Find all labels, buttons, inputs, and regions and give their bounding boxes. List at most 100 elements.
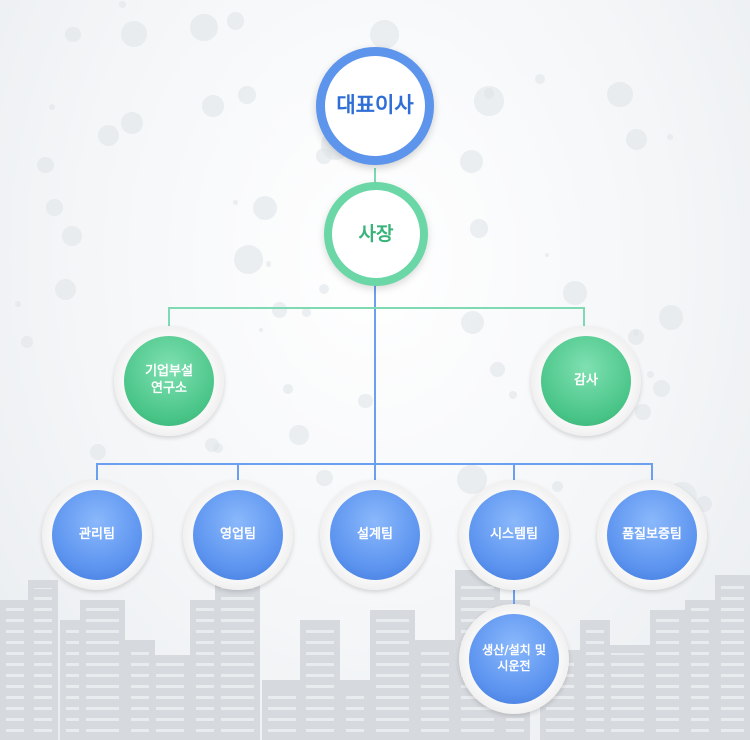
skyline-building bbox=[370, 610, 415, 740]
node-audit-label: 감사 bbox=[574, 372, 598, 388]
bokeh-dot bbox=[490, 362, 505, 377]
building-windows bbox=[346, 688, 364, 740]
node-team-2: 영업팀 bbox=[193, 490, 283, 580]
skyline-building bbox=[215, 570, 260, 740]
bokeh-dot bbox=[121, 20, 148, 47]
node-team-3: 설계팀 bbox=[330, 490, 420, 580]
bokeh-dot bbox=[628, 328, 644, 345]
bokeh-dot bbox=[461, 310, 485, 334]
node-team-4-label: 시스템팀 bbox=[490, 526, 538, 542]
building-windows bbox=[131, 648, 149, 740]
bokeh-dot bbox=[460, 150, 483, 173]
bokeh-dot bbox=[233, 245, 263, 275]
building-windows bbox=[34, 588, 52, 740]
skyline-building bbox=[340, 680, 370, 740]
skyline-building bbox=[150, 655, 190, 740]
bokeh-dot bbox=[46, 199, 63, 216]
bokeh-dot bbox=[265, 261, 272, 267]
skyline-building bbox=[715, 575, 750, 740]
skyline-building bbox=[415, 640, 455, 740]
bokeh-dot bbox=[607, 81, 633, 108]
bokeh-dot bbox=[190, 13, 218, 41]
bokeh-dot bbox=[283, 384, 293, 394]
bokeh-dot bbox=[315, 469, 333, 487]
bokeh-dot bbox=[358, 393, 374, 409]
skyline-building bbox=[685, 600, 715, 740]
building-windows bbox=[691, 608, 709, 740]
bokeh-dot bbox=[202, 95, 224, 117]
node-ceo: 대표이사 bbox=[316, 47, 434, 165]
bokeh-dot bbox=[64, 26, 81, 43]
node-team-3-label: 설계팀 bbox=[357, 526, 393, 542]
node-research: 기업부설 연구소 bbox=[124, 336, 214, 426]
bokeh-dot bbox=[62, 225, 83, 247]
node-team-5: 품질보증팀 bbox=[607, 490, 697, 580]
bokeh-dot bbox=[509, 390, 518, 399]
building-windows bbox=[221, 578, 254, 740]
skyline-building bbox=[605, 645, 650, 740]
bokeh-dot bbox=[289, 424, 309, 445]
bokeh-dot bbox=[55, 279, 77, 301]
bokeh-dot bbox=[370, 19, 400, 49]
bokeh-dot bbox=[37, 156, 55, 174]
skyline-building bbox=[650, 610, 685, 740]
node-research-label: 기업부설 연구소 bbox=[145, 364, 193, 396]
skyline-building bbox=[300, 620, 340, 740]
bokeh-dot bbox=[626, 128, 648, 150]
bokeh-dot bbox=[15, 300, 22, 307]
bokeh-dot bbox=[301, 308, 311, 318]
bokeh-dot bbox=[118, 0, 127, 9]
skyline-building bbox=[80, 600, 125, 740]
bokeh-dot bbox=[666, 133, 673, 140]
building-windows bbox=[376, 618, 409, 740]
bokeh-dot bbox=[226, 12, 245, 30]
bokeh-dot bbox=[563, 281, 587, 305]
node-president: 사장 bbox=[324, 182, 428, 286]
building-windows bbox=[721, 583, 744, 740]
building-windows bbox=[196, 608, 214, 740]
bokeh-dot bbox=[21, 336, 34, 349]
bokeh-dot bbox=[652, 379, 670, 397]
bokeh-dot bbox=[121, 112, 143, 134]
bokeh-dot bbox=[551, 480, 563, 492]
building-windows bbox=[656, 618, 679, 740]
building-windows bbox=[156, 663, 184, 740]
node-team-5-label: 품질보증팀 bbox=[622, 526, 682, 542]
bokeh-dot bbox=[319, 283, 330, 294]
node-team-2-label: 영업팀 bbox=[220, 526, 256, 542]
bokeh-dot bbox=[97, 125, 119, 147]
node-team-1: 관리팀 bbox=[52, 490, 142, 580]
building-windows bbox=[268, 688, 296, 740]
node-subteam-label: 생산/설치 및 시운전 bbox=[482, 643, 546, 673]
bokeh-dot bbox=[213, 442, 224, 453]
bokeh-dot bbox=[233, 200, 238, 205]
node-audit: 감사 bbox=[541, 336, 631, 426]
bokeh-dot bbox=[635, 404, 651, 420]
bokeh-dot bbox=[544, 252, 549, 257]
skyline-building bbox=[28, 580, 58, 740]
node-team-4: 시스템팀 bbox=[469, 490, 559, 580]
bokeh-dot bbox=[271, 302, 287, 318]
skyline-building bbox=[0, 600, 30, 740]
building-windows bbox=[586, 628, 604, 740]
bokeh-dot bbox=[469, 219, 489, 238]
building-windows bbox=[6, 608, 24, 740]
bokeh-dot bbox=[49, 104, 56, 111]
bokeh-dot bbox=[474, 86, 505, 117]
building-windows bbox=[66, 628, 79, 740]
connector-staff-branch bbox=[168, 307, 585, 326]
bokeh-dot bbox=[647, 370, 655, 378]
node-subteam: 생산/설치 및 시운전 bbox=[469, 614, 559, 704]
building-windows bbox=[611, 653, 644, 740]
bokeh-dot bbox=[259, 328, 264, 333]
bokeh-dot bbox=[316, 147, 333, 164]
node-president-label: 사장 bbox=[358, 222, 394, 245]
bokeh-dot bbox=[237, 86, 257, 105]
bokeh-dot bbox=[658, 305, 684, 330]
building-windows bbox=[421, 648, 449, 740]
skyline-building bbox=[262, 680, 302, 740]
bokeh-dot bbox=[253, 196, 278, 221]
bokeh-dot bbox=[90, 444, 107, 461]
building-windows bbox=[86, 608, 119, 740]
